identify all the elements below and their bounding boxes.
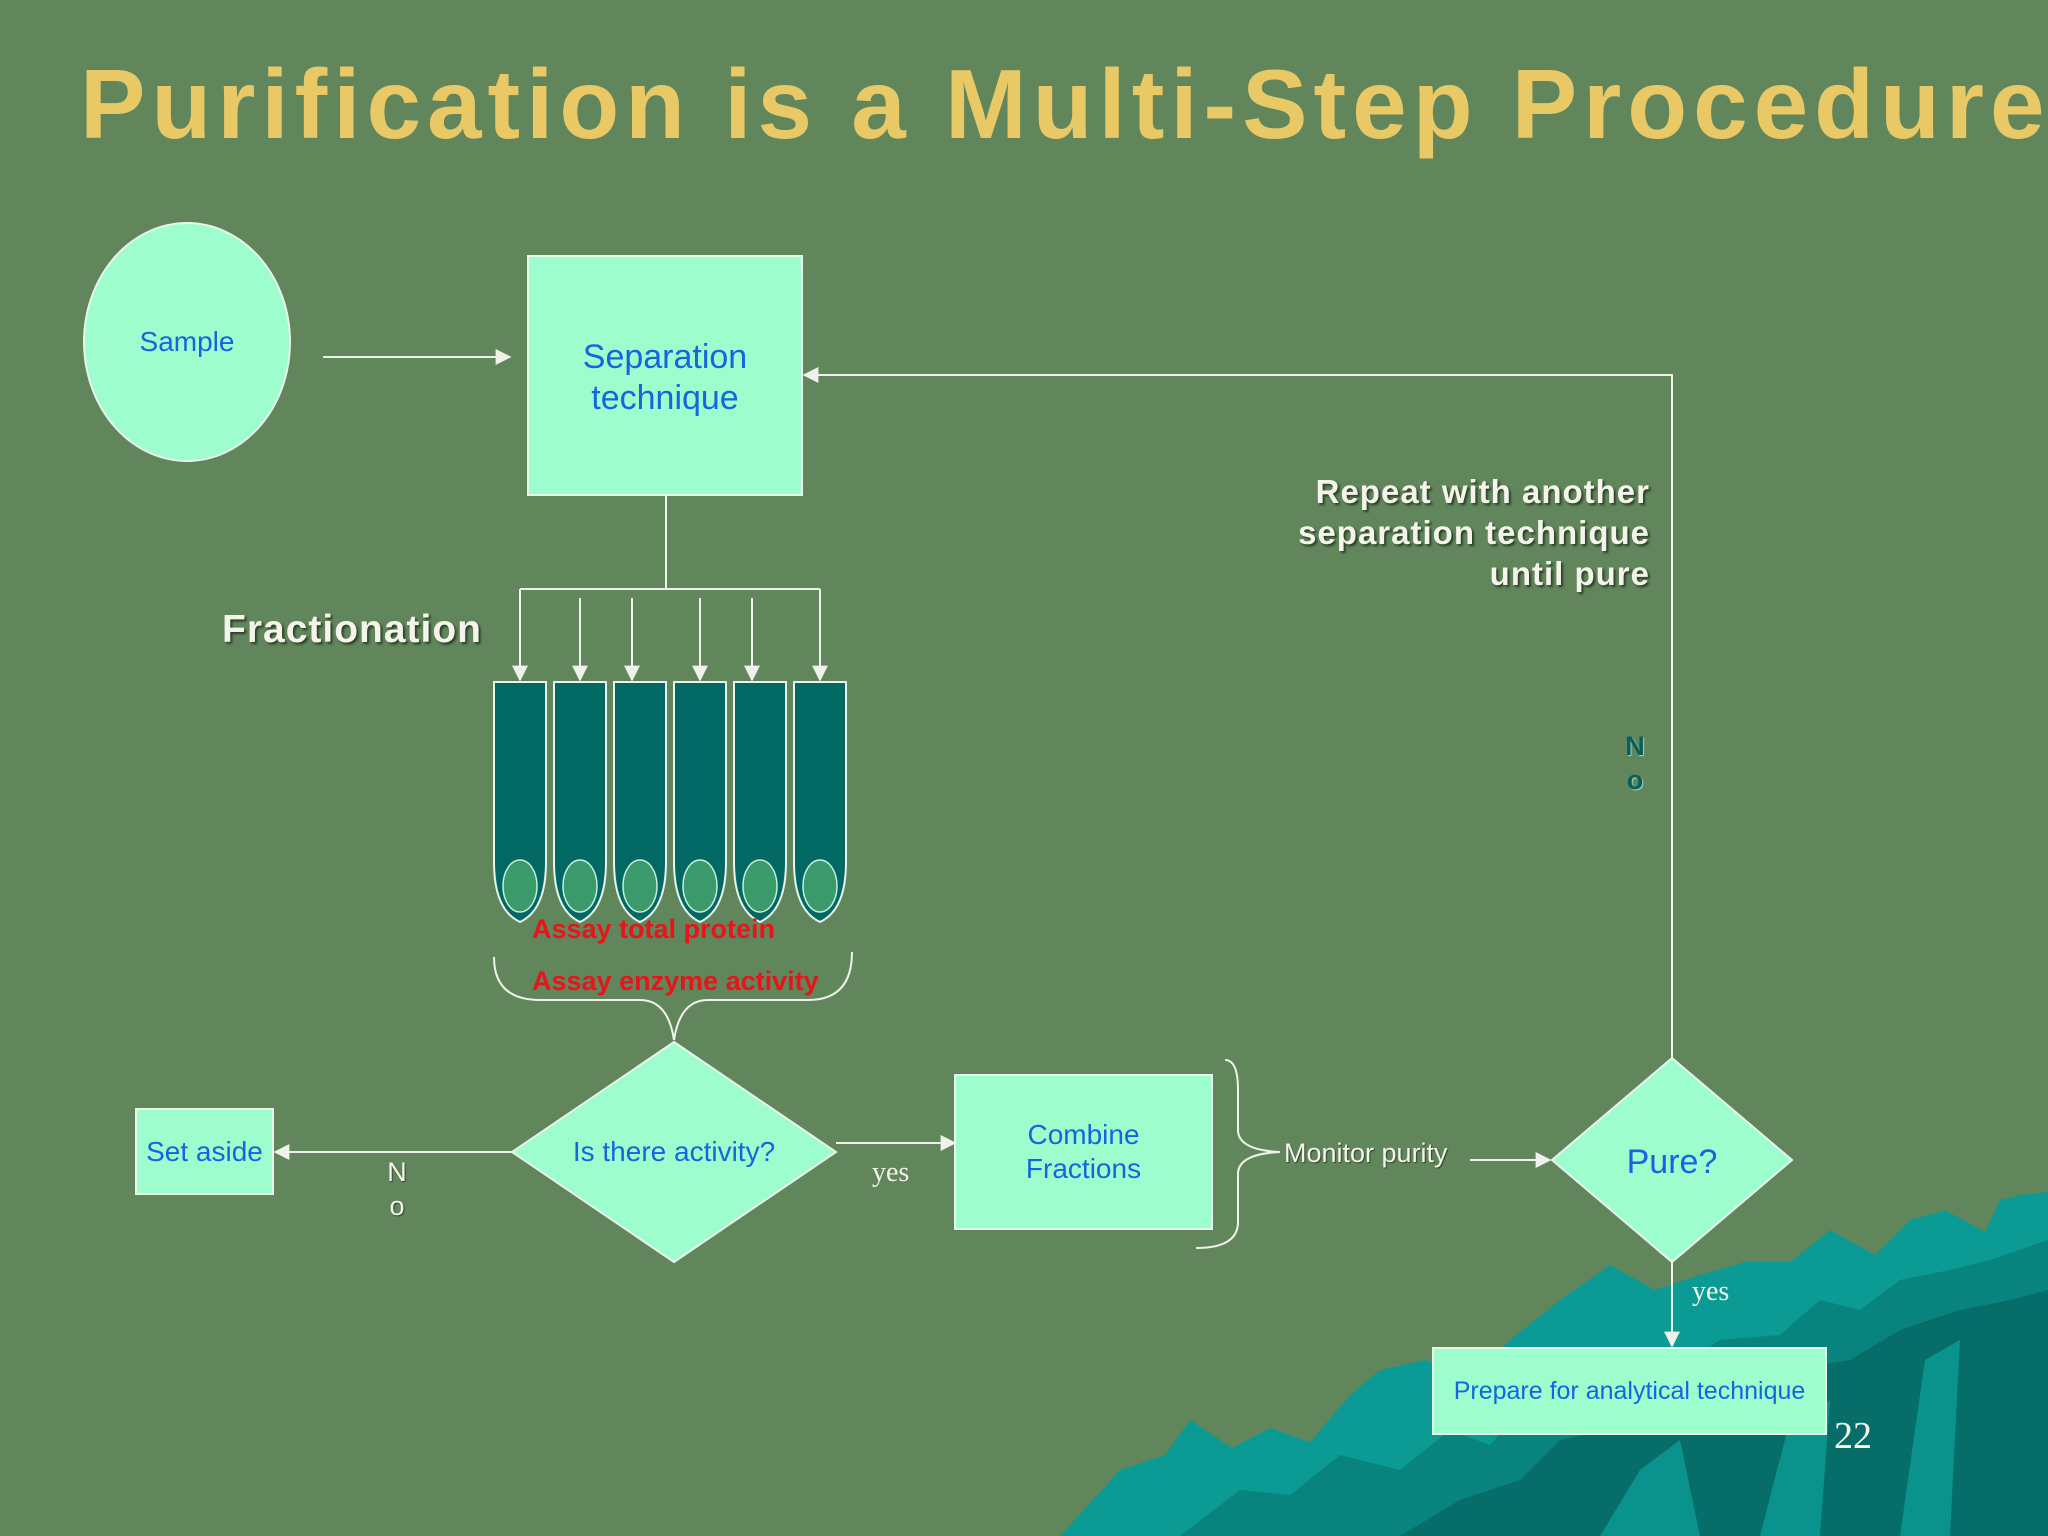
pure-no-loop-arrow xyxy=(802,367,1673,1058)
test-tube-sample-6 xyxy=(802,859,838,913)
combine-node xyxy=(954,1074,1213,1230)
combine-brace xyxy=(1195,1059,1281,1249)
test-tube-6 xyxy=(793,681,847,924)
fraction-split-connector xyxy=(520,496,820,590)
assay-total-protein-label: Assay total protein xyxy=(532,914,776,944)
separation-label: Separation technique xyxy=(582,338,748,417)
no-right-label: N o xyxy=(1625,731,1645,795)
test-tube-3 xyxy=(613,681,667,924)
yes-combine-label: yes xyxy=(872,1157,910,1188)
slide-number: 22 xyxy=(1834,1415,1872,1457)
monitor-purity-label: Monitor purity xyxy=(1284,1138,1448,1168)
no-left-label: N o xyxy=(387,1157,407,1221)
test-tube-sample-4 xyxy=(682,859,718,913)
separation-node xyxy=(527,255,803,496)
test-tube-sample-2 xyxy=(562,859,598,913)
test-tube-2 xyxy=(553,681,607,924)
activity-question-label: Is there activity? xyxy=(572,1136,776,1168)
yes-prepare-label: yes xyxy=(1692,1276,1730,1307)
assay-brace xyxy=(493,951,853,1041)
combine-label: Combine Fractions xyxy=(1025,1119,1142,1184)
activity-decision xyxy=(510,1040,838,1264)
prepare-label: Prepare for analytical technique xyxy=(1453,1377,1806,1405)
pure-question-label: Pure? xyxy=(1626,1142,1718,1181)
slide-title: Purification is a Multi-Step Procedure. xyxy=(80,49,2048,159)
test-tube-sample-1 xyxy=(502,859,538,913)
repeat-note: Repeat with another separation technique… xyxy=(1298,473,1650,592)
test-tube-1 xyxy=(493,681,547,924)
test-tube-sample-5 xyxy=(742,859,778,913)
test-tubes xyxy=(493,681,847,924)
test-tube-5 xyxy=(733,681,787,924)
prepare-node xyxy=(1432,1347,1827,1435)
test-tube-sample-3 xyxy=(622,859,658,913)
fractionation-label: Fractionation xyxy=(222,608,483,651)
assay-enzyme-activity-label: Assay enzyme activity xyxy=(532,966,819,996)
set-aside-label: Set aside xyxy=(146,1136,263,1168)
sample-node xyxy=(83,222,291,462)
test-tube-4 xyxy=(673,681,727,924)
set-aside-node xyxy=(135,1108,274,1195)
sample-label: Sample xyxy=(139,326,235,358)
